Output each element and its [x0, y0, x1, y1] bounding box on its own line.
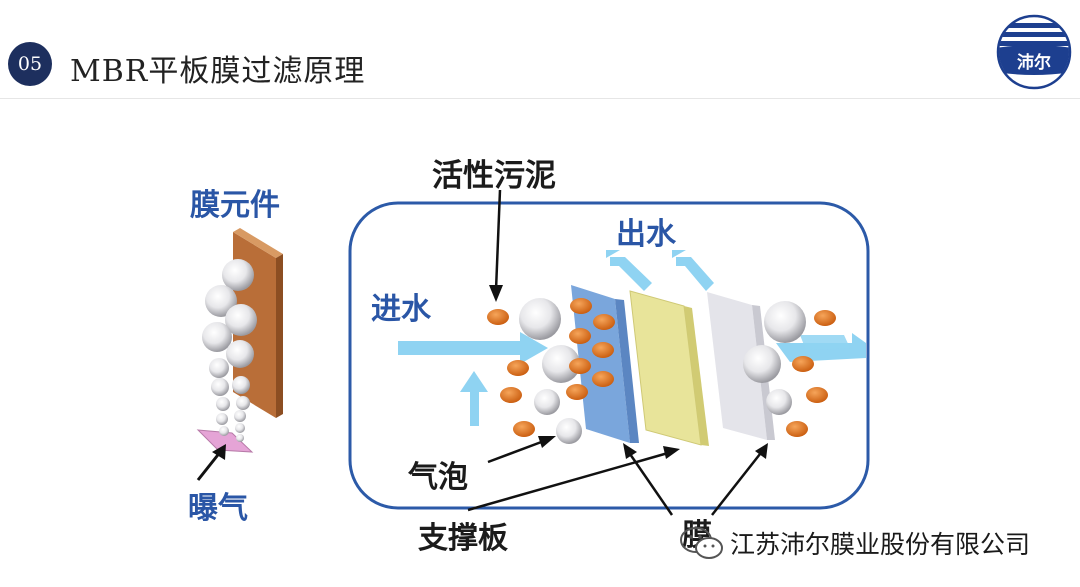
outflow-arrows	[606, 250, 714, 291]
label-membrane-element: 膜元件	[190, 188, 280, 223]
company-watermark: 江苏沛尔膜业股份有限公司	[678, 524, 1030, 562]
label-aeration: 曝气	[188, 491, 248, 526]
logo-text: 沛尔	[1017, 52, 1051, 73]
inflow-arrow	[398, 332, 548, 364]
pointer-arrows	[467, 189, 768, 516]
label-activated-sludge: 活性污泥	[432, 158, 556, 194]
support-plate-illustration	[629, 290, 709, 446]
membrane-blue-sheet	[571, 285, 639, 443]
label-bubbles: 气泡	[408, 460, 468, 495]
watermark-company-name: 江苏沛尔膜业股份有限公司	[730, 530, 1031, 559]
membrane-element-illustration	[196, 228, 283, 453]
label-water-in: 进水	[371, 292, 431, 327]
side-flow-arrows	[776, 333, 866, 362]
label-water-out: 出水	[616, 217, 676, 252]
company-logo: 沛尔	[996, 14, 1072, 90]
page-title: MBR平板膜过滤原理	[70, 54, 366, 89]
air-bubbles	[519, 298, 806, 444]
wechat-icon	[680, 527, 723, 559]
section-number-badge: 05	[8, 42, 52, 86]
aeration-pointer-arrow	[196, 444, 226, 481]
label-support-plate: 支撑板	[418, 521, 508, 556]
upflow-arrow	[460, 371, 488, 426]
header-divider	[0, 98, 1080, 99]
activated-sludge-particles	[487, 298, 836, 437]
